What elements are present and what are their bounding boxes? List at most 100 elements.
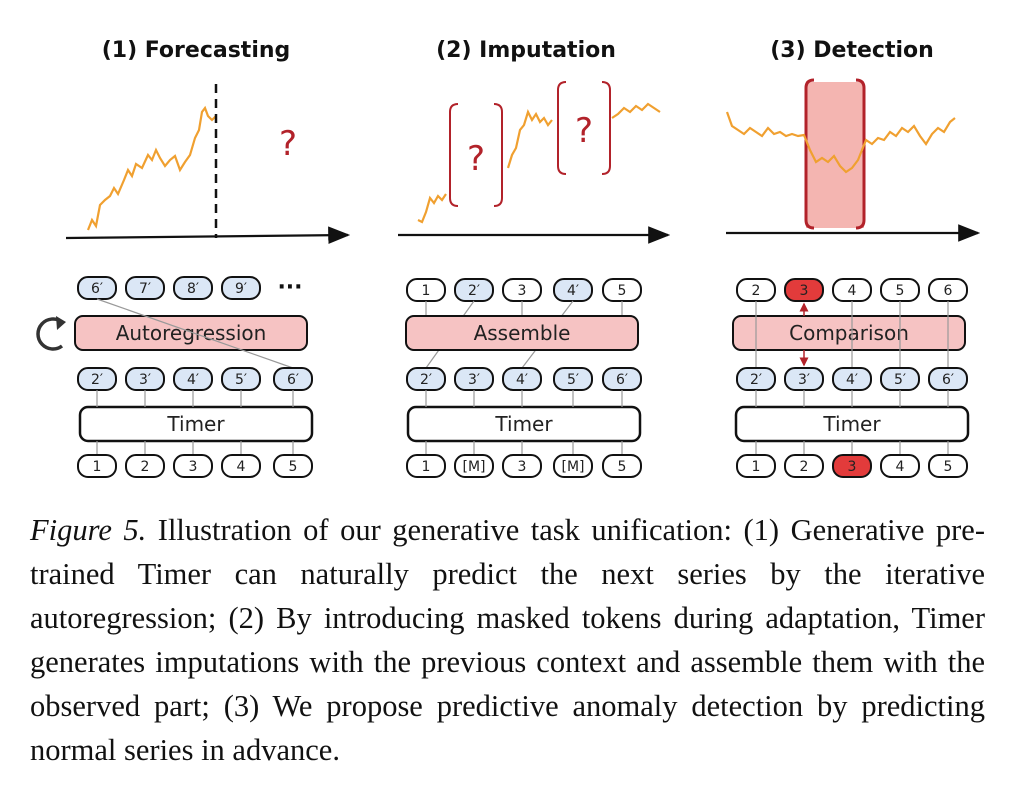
comparison-bar — [732, 315, 966, 351]
svg-text:6′: 6′ — [91, 281, 103, 297]
input-token — [125, 454, 165, 478]
panel-imputation: (2) Imputation ? ? 1 2′ 3 4′ 5 — [398, 38, 671, 478]
timer-label: Timer — [166, 412, 225, 436]
input-token — [880, 454, 920, 478]
input-token-row: 1 [M] 3 [M] 5 — [406, 454, 642, 478]
time-series-line — [506, 109, 553, 169]
prediction-token-row: 2′ 3′ 4′ 5′ 6′ — [736, 367, 968, 391]
svg-text:3′: 3′ — [139, 372, 151, 388]
svg-text:2′: 2′ — [468, 283, 480, 299]
input-token-row: 1 2 3 4 5 — [736, 454, 968, 478]
svg-text:4: 4 — [896, 459, 905, 475]
time-series-line — [725, 111, 956, 174]
input-token — [406, 454, 446, 478]
svg-text:[M]: [M] — [462, 459, 485, 475]
time-axis-arrow — [65, 226, 351, 245]
svg-text:[M]: [M] — [561, 459, 584, 475]
prediction-token-row: 2′ 3′ 4′ 5′ 6′ — [77, 367, 313, 391]
output-token — [221, 276, 261, 300]
svg-text:3′: 3′ — [798, 372, 810, 388]
svg-text:5: 5 — [289, 459, 298, 475]
svg-text:2′: 2′ — [420, 372, 432, 388]
anomaly-bracket — [804, 78, 815, 230]
assemble-bar — [405, 315, 639, 351]
svg-text:3′: 3′ — [468, 372, 480, 388]
time-series-line — [86, 105, 217, 231]
missing-segment-bracket — [601, 81, 611, 175]
assemble-label: Assemble — [474, 321, 571, 345]
panel-title: (3) Detection — [770, 38, 934, 63]
svg-text:4′: 4′ — [187, 372, 199, 388]
panel-title: (1) Forecasting — [102, 38, 291, 63]
input-token — [502, 454, 542, 478]
output-token-row: 2 3 4 5 6 — [736, 278, 968, 302]
input-token — [736, 454, 776, 478]
svg-text:6′: 6′ — [287, 372, 299, 388]
svg-text:3: 3 — [518, 459, 527, 475]
connectors — [755, 301, 949, 368]
autoregression-label: Autoregression — [116, 321, 267, 345]
svg-text:5: 5 — [896, 283, 905, 299]
time-series-line — [611, 102, 661, 119]
missing-segment-bracket — [449, 103, 459, 207]
figure-label: Figure 5. — [30, 513, 147, 547]
svg-text:8′: 8′ — [187, 281, 199, 297]
input-token — [602, 454, 642, 478]
svg-text:3: 3 — [848, 459, 857, 475]
input-token — [784, 454, 824, 478]
prediction-token-row: 2′ 3′ 4′ 5′ 6′ — [406, 367, 642, 391]
input-token — [928, 454, 968, 478]
comparison-label: Comparison — [789, 321, 909, 345]
svg-text:2′: 2′ — [750, 372, 762, 388]
autoregression-bar — [74, 315, 308, 351]
timer-label: Timer — [494, 412, 553, 436]
output-token-row: 1 2′ 3 4′ 5 — [406, 278, 642, 302]
connectors — [96, 390, 294, 455]
svg-text:5: 5 — [618, 459, 627, 475]
svg-text:5′: 5′ — [235, 372, 247, 388]
panel-detection: (3) Detection 2 3 4 5 6 Comparison — [725, 38, 981, 478]
input-token-row: 1 2 3 4 5 — [77, 454, 313, 478]
svg-text:3: 3 — [800, 283, 809, 299]
svg-text:1: 1 — [93, 459, 102, 475]
figure-caption: Figure 5. Illustration of our generative… — [30, 508, 985, 772]
svg-text:4: 4 — [848, 283, 857, 299]
svg-text:6′: 6′ — [942, 372, 954, 388]
svg-text:5: 5 — [618, 283, 627, 299]
svg-text:3: 3 — [189, 459, 198, 475]
svg-text:6′: 6′ — [616, 372, 628, 388]
missing-segment-bracket — [557, 81, 567, 175]
svg-text:4′: 4′ — [516, 372, 528, 388]
svg-text:1: 1 — [752, 459, 761, 475]
input-token — [553, 454, 593, 478]
svg-text:4′: 4′ — [846, 372, 858, 388]
missing-segment-bracket — [493, 103, 503, 207]
svg-text:7′: 7′ — [139, 281, 151, 297]
connectors — [425, 390, 623, 455]
anomalous-token — [832, 454, 872, 478]
missing-value-mark: ? — [575, 111, 593, 151]
anomalous-token — [784, 278, 824, 302]
timer-model-box — [78, 405, 314, 443]
output-token — [173, 276, 213, 300]
svg-text:2′: 2′ — [91, 372, 103, 388]
input-token — [273, 454, 313, 478]
svg-text:1: 1 — [422, 283, 431, 299]
svg-text:9′: 9′ — [235, 281, 247, 297]
svg-text:2: 2 — [800, 459, 809, 475]
output-token-row: 6′ 7′ 8′ 9′ ··· — [77, 275, 303, 300]
input-token — [454, 454, 494, 478]
anomaly-region — [806, 82, 864, 228]
svg-text:5′: 5′ — [894, 372, 906, 388]
input-token — [173, 454, 213, 478]
connectors — [755, 390, 949, 455]
svg-text:2: 2 — [752, 283, 761, 299]
svg-text:3: 3 — [518, 283, 527, 299]
output-token — [125, 276, 165, 300]
missing-value-mark: ? — [467, 139, 485, 179]
timer-model-box — [406, 405, 642, 443]
svg-text:6: 6 — [944, 283, 953, 299]
input-token — [221, 454, 261, 478]
ellipsis: ··· — [277, 275, 302, 300]
input-token — [77, 454, 117, 478]
